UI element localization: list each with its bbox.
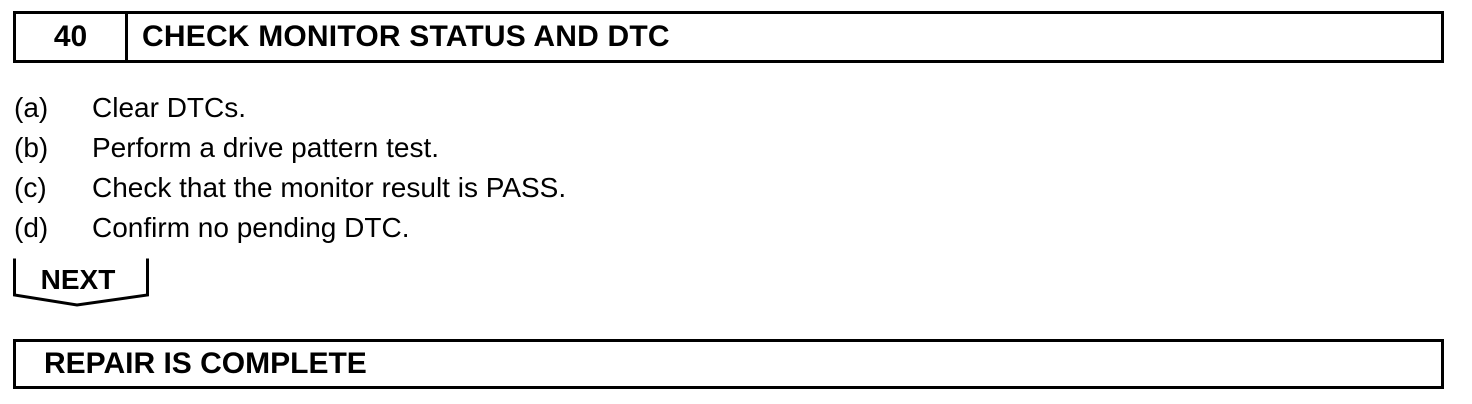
instruction-item-a: (a) Clear DTCs. [14,88,1414,128]
step-title: CHECK MONITOR STATUS AND DTC [142,20,670,53]
step-number: 40 [16,14,128,60]
repair-complete-label: REPAIR IS COMPLETE [44,347,367,380]
instruction-item-d: (d) Confirm no pending DTC. [14,208,1414,248]
next-tag: NEXT [13,257,149,307]
instruction-text: Confirm no pending DTC. [92,212,410,243]
instruction-letter: (a) [14,92,49,123]
instruction-list: (a) Clear DTCs. (b) Perform a drive patt… [14,88,1414,248]
instruction-item-c: (c) Check that the monitor result is PAS… [14,168,1414,208]
instruction-letter: (b) [14,132,49,163]
next-arrow-shape [13,258,149,307]
next-label: NEXT [40,264,116,295]
instruction-text: Clear DTCs. [92,92,247,123]
instruction-letter: (c) [14,172,47,203]
instruction-text: Perform a drive pattern test. [92,132,440,163]
repair-complete-box: REPAIR IS COMPLETE [13,339,1444,389]
step-header: 40 CHECK MONITOR STATUS AND DTC [13,11,1444,63]
instruction-item-b: (b) Perform a drive pattern test. [14,128,1414,168]
instruction-letter: (d) [14,212,49,243]
instruction-text: Check that the monitor result is PASS. [92,172,567,203]
